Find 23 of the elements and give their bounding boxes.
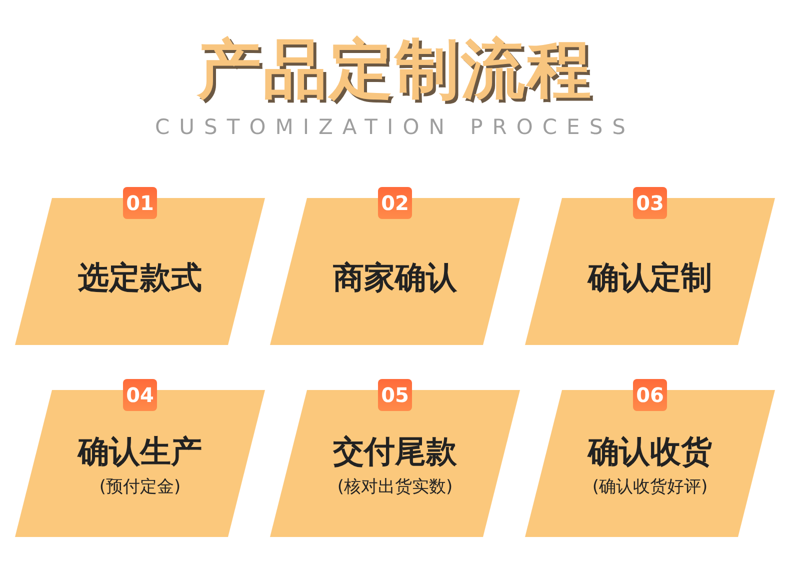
step-card (525, 379, 775, 537)
step-card (15, 187, 265, 345)
step-title: 商家确认 (332, 259, 458, 298)
step-title: 选定款式 (77, 259, 203, 298)
step-card (270, 187, 520, 345)
step-number: 01 (123, 187, 157, 219)
step-title: 确认收货 (586, 433, 713, 472)
step-number: 02 (378, 187, 412, 219)
step-note: (确认收货好评) (591, 476, 709, 498)
step-title: 确认定制 (586, 259, 713, 298)
step-number: 03 (633, 187, 667, 219)
step-card (270, 379, 520, 537)
subtitle: CUSTOMIZATION PROCESS (154, 115, 636, 139)
step-note: (核对出货实数) (336, 476, 454, 498)
title: 产品定制流程 (196, 32, 594, 109)
step-number: 05 (378, 379, 412, 411)
step-title: 交付尾款 (332, 433, 458, 472)
step-number: 04 (123, 379, 157, 411)
step-title: 确认生产 (76, 433, 203, 472)
step-number: 06 (633, 379, 667, 411)
step-note: (预付定金) (98, 476, 182, 498)
step-card (15, 379, 265, 537)
step-card (525, 187, 775, 345)
